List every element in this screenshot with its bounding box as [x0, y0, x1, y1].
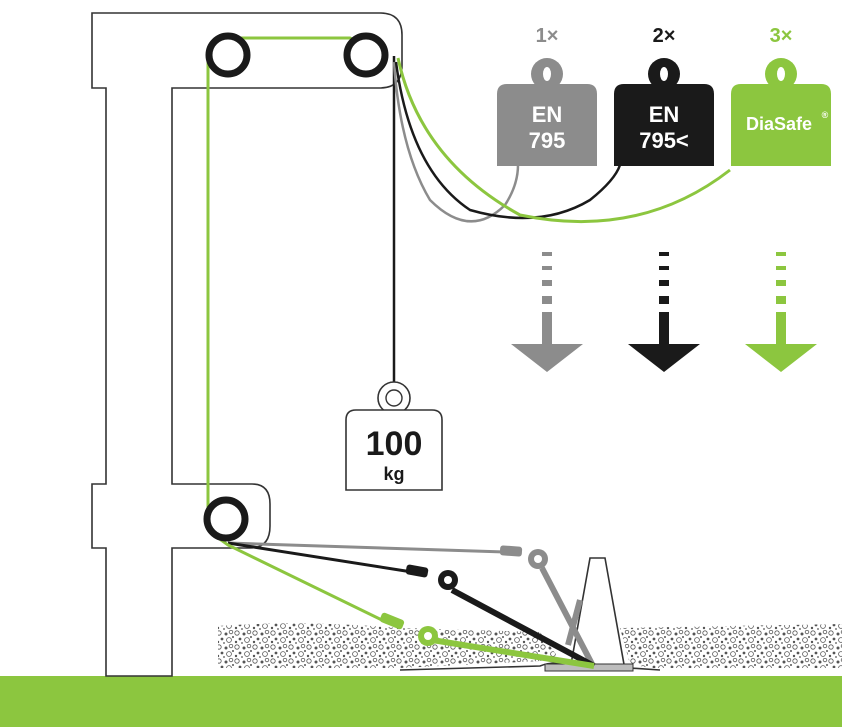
- test-tower-frame: [91, 12, 403, 677]
- weight-multiplier: 2×: [653, 25, 676, 47]
- pulley-icon: [203, 32, 389, 542]
- rope-green-to-weight: [396, 57, 731, 224]
- weight-body: [614, 84, 714, 166]
- weight-brand: DiaSafe: [746, 114, 812, 134]
- load-value: 100: [366, 425, 423, 463]
- weight-multiplier: 3×: [770, 25, 793, 47]
- rope-black-lower: [227, 541, 413, 574]
- weight-registered-mark: ®: [822, 110, 829, 120]
- weight-handle-hole: [543, 67, 551, 81]
- weight-standard: EN: [532, 102, 563, 127]
- rope-grey-to-weight: [392, 61, 520, 223]
- down-arrow-icon: [745, 252, 817, 372]
- sling-green: [431, 637, 595, 669]
- down-arrow-icon: [628, 252, 700, 372]
- anchor-leg: [565, 599, 583, 646]
- rope-black-to-weight: [394, 61, 622, 220]
- sling-black: [450, 587, 596, 669]
- down-arrow-icon: [511, 252, 583, 372]
- ground: [0, 676, 842, 727]
- gravel-right: [620, 624, 842, 668]
- weight-body: [731, 84, 831, 166]
- weight-standard: EN: [649, 102, 680, 127]
- weight-standard-number: 795<: [639, 128, 689, 153]
- rope-grey-lower: [227, 541, 506, 554]
- weight-multiplier: 1×: [536, 25, 559, 47]
- weight-standard-number: 795: [529, 128, 566, 153]
- weight-icon: [345, 381, 443, 491]
- test-weight-3: 3× DiaSafe ®: [731, 25, 831, 166]
- load-unit: kg: [383, 464, 404, 484]
- weight-body: [497, 84, 597, 166]
- sling-grey: [539, 566, 595, 666]
- weight-handle-hole: [777, 67, 785, 81]
- weight-handle-hole: [660, 67, 668, 81]
- gravel-left: [218, 623, 560, 668]
- carabiner-icon: [379, 545, 548, 646]
